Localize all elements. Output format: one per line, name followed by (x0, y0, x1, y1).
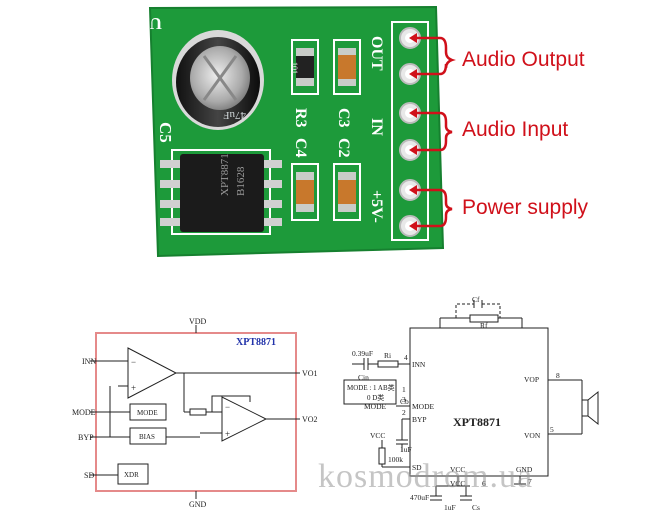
amplifier-board-photo: 47uF U2 C5 R3 C3 C4 C2 OUT IN +5V- 101 (141, 5, 456, 258)
silk-out: OUT (368, 36, 385, 71)
app-byp: BYP (412, 415, 427, 424)
pin-2: 2 (402, 408, 406, 417)
block-bias-box: BIAS (139, 433, 155, 441)
label-power-supply: Power supply (462, 196, 589, 219)
opamp2-plus: + (225, 429, 230, 439)
silk-c5: C5 (156, 122, 175, 143)
r3-code: 101 (290, 62, 299, 74)
pin-8: 8 (556, 371, 560, 380)
opamp2-minus: − (225, 402, 230, 412)
label-audio-output: Audio Output (462, 48, 585, 71)
silk-c4: C4 (292, 138, 309, 158)
capacitor-c3 (333, 39, 361, 95)
label-audio-input: Audio Input (462, 118, 569, 141)
silk-c3: C3 (335, 108, 352, 128)
opamp1-plus: + (131, 383, 136, 393)
silk-pwr: +5V- (368, 190, 385, 223)
block-xdr-box: XDR (124, 471, 139, 479)
block-vdd: VDD (189, 317, 207, 326)
block-mode: MODE (72, 408, 96, 417)
annotation-arrows (416, 36, 456, 228)
pin-4: 4 (404, 353, 408, 362)
block-inn: INN (82, 357, 96, 366)
app-mode-note-1: MODE : 1 AB类 (347, 383, 395, 392)
app-inn: INN (412, 360, 426, 369)
block-vo2: VO2 (302, 415, 318, 424)
silk-u2: U2 (141, 14, 162, 33)
block-gnd: GND (189, 500, 207, 509)
chip-marking-1: XPT8871 (219, 153, 231, 196)
app-mode-note-2: 0 D类 (367, 393, 384, 402)
opamp1-minus: − (131, 357, 136, 367)
app-cb-val: 1uF (400, 445, 412, 454)
capacitor-value-text: 47uF (223, 109, 246, 121)
watermark: kosmodrom.ua (318, 458, 534, 495)
app-ri: Ri (384, 351, 391, 360)
ic-chip: XPT8871 B1628 (160, 149, 282, 235)
app-vop: VOP (524, 375, 539, 384)
silk-r3: R3 (292, 108, 309, 128)
app-cb: Cb (400, 397, 409, 406)
block-byp: BYP (78, 433, 94, 442)
block-mode-box: MODE (137, 409, 158, 417)
app-chip-name: XPT8871 (453, 415, 501, 429)
chip-marking-2: B1628 (235, 166, 247, 196)
block-title: XPT8871 (236, 337, 276, 348)
header-outline (391, 21, 429, 241)
app-cs2: 1uF (444, 503, 456, 512)
resistor-r3: 101 (290, 39, 319, 95)
app-vcc-left: VCC (370, 431, 385, 440)
capacitor-c2 (333, 163, 361, 221)
capacitor-c4 (291, 163, 319, 221)
pin-1: 1 (402, 385, 406, 394)
app-cin: Cin (358, 373, 369, 382)
app-mode-label: MODE (364, 402, 387, 411)
pin-5: 5 (550, 425, 554, 434)
app-rf: Rf (480, 321, 488, 330)
app-mode-pin: MODE (412, 402, 435, 411)
block-sd: SD (84, 471, 94, 480)
block-diagram (90, 325, 300, 499)
app-cin-val: 0.39uF (352, 349, 373, 358)
pin-3: 3 (402, 395, 406, 404)
electrolytic-capacitor: 47uF (172, 30, 264, 130)
block-vo1: VO1 (302, 369, 318, 378)
arrow-heads (409, 33, 417, 231)
app-cs: Cs (472, 503, 480, 512)
silk-c2: C2 (335, 138, 352, 158)
app-von: VON (524, 431, 541, 440)
app-cf: Cf (472, 295, 480, 304)
silk-in: IN (368, 118, 385, 136)
